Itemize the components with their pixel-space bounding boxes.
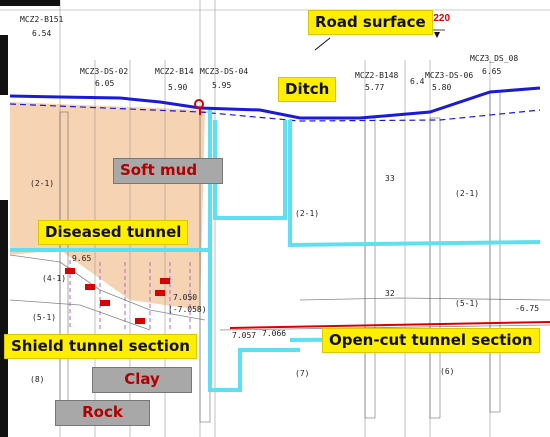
purple-pile-lines [69,260,191,330]
layer-4-1: (4-1) [42,274,67,283]
elev-7057: 7.057 [232,331,257,340]
clay-label: Clay [92,367,192,393]
bh6-elev: 5.80 [432,83,452,92]
elev-7066: 7.066 [262,329,287,338]
bh7-elev: 6.65 [482,67,502,76]
layer-7: (7) [295,369,310,378]
bh4-elev: 5.95 [212,81,232,90]
layer-6: (6) [440,367,455,376]
road-surface-label: Road surface [308,10,433,35]
red-lines [199,108,550,329]
elev-7050: 7.050 [173,293,198,302]
diseased-tunnel-label: Diseased tunnel [38,220,189,245]
val-985: 9.65 [72,254,92,263]
red-marker [194,99,204,109]
value-33: 33 [385,174,395,183]
layer-2-1c: (2-1) [455,189,480,198]
bh2-label: MCZ3-DS-02 [80,67,129,76]
left-frame-bar-2 [0,200,8,437]
road-pointer [314,37,331,51]
open-cut-tunnel-section-label: Open-cut tunnel section [322,328,540,353]
bh6-label: MCZ3-DS-06 [425,71,474,80]
layer-8: (8) [30,375,45,384]
ground-line-dashed [9,103,541,122]
bh8-elev: 6.4 [410,77,425,86]
ditch-label: Ditch [278,77,337,102]
layer-5-1b: (5-1) [455,299,480,308]
layer-2-1: (2-1) [30,179,55,188]
layer-5-1: (5-1) [32,313,57,322]
soft-mud-label: Soft mud [113,158,223,184]
bh5-label: MCZ2-B148 [355,71,399,80]
bh5-elev: 5.77 [365,83,385,92]
bh7-label: MCZ3_DS_08 [470,54,519,63]
road-level: 6.220 [425,13,451,24]
left-frame-bar [0,35,8,95]
bh2-elev: 6.05 [95,79,115,88]
bh1-label: MCZ2-B151 [20,15,64,24]
rock-label: Rock [55,400,150,426]
soft-mud-area [10,102,205,310]
damage-markers [65,268,170,324]
bh3-label: MCZ2-B14 [155,67,194,76]
value-32: 32 [385,289,395,298]
road-level-marker [434,32,440,38]
bh1-elev: 6.54 [32,29,52,38]
elev-675: -6.75 [515,304,540,313]
layer-2-1b: (2-1) [295,209,320,218]
shield-tunnel-section-label: Shield tunnel section [4,334,197,359]
bh4-label: MCZ3-DS-04 [200,67,249,76]
top-black-bar [0,0,60,6]
elev-7058: (-7.058) [168,305,207,314]
ground-line [9,86,541,120]
bh3-elev: 5.90 [168,83,188,92]
